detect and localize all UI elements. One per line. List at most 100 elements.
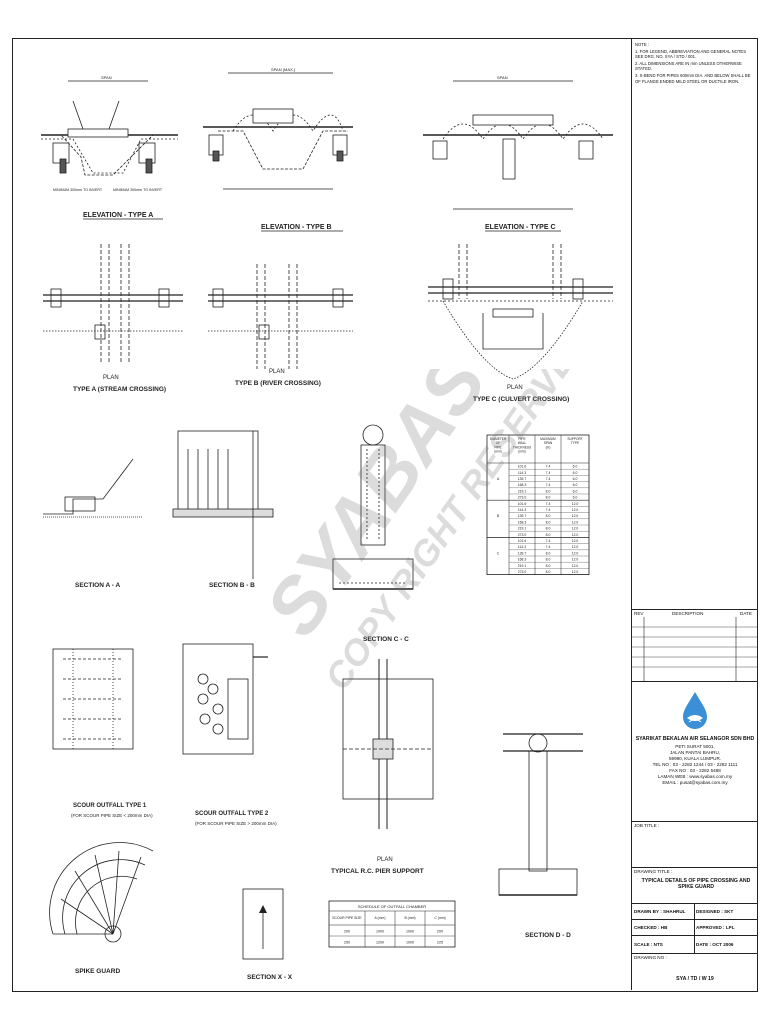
pier-table-cell: 6.0 [573,496,578,500]
company-addr2: JALAN PANTAI BAHRU, [669,750,721,755]
pier-table-header: TYPE [571,441,579,445]
title-plan-type-c: TYPE C (CULVERT CROSSING) [473,396,569,403]
scour-outfall-type-1: SCOUR OUTFALL TYPE 1 (FOR SCOUR PIPE SIZ… [52,648,153,818]
job-title-block: JOB TITLE : [632,821,758,867]
pier-table-cell: 12.0 [572,570,579,574]
approved-by: APPROVED : LPL [696,925,735,930]
pier-table-cell: 7.4 [546,471,551,475]
pier-table-header: MAXIMUM [540,437,556,441]
pier-table-cell: 101.6 [518,502,527,506]
signoff-divider [694,903,695,953]
scour-table-cell: 1000 [406,930,414,934]
pier-table-cell: 8.0 [546,514,551,518]
pier-table-cell: 139.7 [518,514,527,518]
pier-table-cell: 12.0 [572,502,579,506]
elevation-type-b: SPAN (MAX.) ELEVATION - TYPE B [203,67,353,232]
pier-table-header: PIPE [494,445,501,449]
scour-table-header: C (mm) [434,916,445,920]
scour-table-cell: 200 [437,930,443,934]
pier-table-header: (mm) [518,450,525,454]
pier-table-cell: 7.4 [546,465,551,469]
scour-table-title: SCHEDULE OF OUTFALL CHAMBER [358,904,426,909]
pier-table-cell: 12.0 [572,514,579,518]
scale: SCALE : NTS [634,942,663,947]
section-b-b: SECTION B - B [172,430,274,589]
span-label: SPAN [101,75,112,80]
pier-table-header: THICKNESS [513,445,531,449]
pier-table-cell: 12.0 [572,533,579,537]
checked-by: CHECKED : HB [634,925,668,930]
note-2: 2. ALL DIMENSIONS ARE IN mm UNLESS OTHER… [635,60,742,72]
pier-table-cell: 219.1 [518,489,527,493]
pier-table-cell: 8.0 [546,496,551,500]
pier-table-cell: B [497,514,500,518]
pier-table: DIAMETEROFPIPE(mm)PIPEWALLTHICKNESS(mm)M… [486,434,590,576]
pier-table-cell: 8.0 [546,570,551,574]
designed-by: DESIGNED : SKT [696,909,734,914]
scour-table-cell: 1000 [406,941,414,945]
title-plan-type-b: TYPE B (RIVER CROSSING) [235,380,321,387]
pier-table-cell: 6.0 [573,489,578,493]
plan-a-label: PLAN [103,375,119,381]
pier-table-cell: 12.0 [572,551,579,555]
pier-table-cell: 6.0 [573,483,578,487]
pier-table-cell: 12.0 [572,539,579,543]
span-max-label: SPAN (MAX.) [271,67,296,72]
company-block: SYARIKAT BEKALAN AIR SELANGOR SDN BHD PE… [632,681,758,821]
title-section-b-b: SECTION B - B [209,582,255,589]
revision-header: REV DESCRIPTION DATE [632,609,758,617]
pier-table-cell: 139.7 [518,551,527,555]
scour-table-header: A (mm) [375,916,386,920]
pier-table-cell: 7.4 [546,483,551,487]
title-elevation-type-c: ELEVATION - TYPE C [485,224,556,231]
pier-table-cell: 101.6 [518,465,527,469]
pier-table-cell: 12.0 [572,527,579,531]
section-c-c: SECTION C - C [332,424,414,643]
section-x-x: SECTION X - X [242,888,293,981]
rev-date-col: DATE [740,611,752,616]
pier-table-cell: 12.0 [572,558,579,562]
title-section-c-c: SECTION C - C [363,636,409,643]
rev-col: REV [634,611,644,616]
title-scour-outfall-2: SCOUR OUTFALL TYPE 2 [195,811,269,817]
svg-text:MINIMUM 300mm TO INVERT: MINIMUM 300mm TO INVERT [53,188,103,192]
pier-table-cell: 12.0 [572,508,579,512]
pier-table-header: PIPE [518,437,525,441]
pier-table-cell: 219.1 [518,527,527,531]
title-pier-support: TYPICAL R.C. PIER SUPPORT [331,868,424,875]
company-addr1: PETI SURAT 5001, [675,744,715,749]
pier-table-cell: 168.3 [518,520,527,524]
pier-table-cell: 273.0 [518,533,527,537]
note-3: 3. S-BEND FOR PIPES 600mm DIA. AND BELOW… [635,72,751,84]
pier-table-cell: 6.0 [573,477,578,481]
scour-table-header: B (mm) [404,916,415,920]
pier-table-cell: 168.3 [518,483,527,487]
pier-table-cell: 8.0 [546,527,551,531]
drawing-sheet: SPAN MINIMUM 300mm TO INVERT MINIMUM 300… [12,38,758,992]
scour-table-cell: 250 [344,941,350,945]
pier-table-cell: 114.3 [518,508,526,512]
drawing-title-block: DRAWING TITLE : TYPICAL DETAILS OF PIPE … [632,867,758,903]
spike-guard: SPIKE GUARD [49,842,154,975]
scour-table-cell: 1200 [376,941,384,945]
scour-schedule-table: SCHEDULE OF OUTFALL CHAMBER SCOUR PIPE SI… [328,900,456,948]
signoff-row-2: CHECKED : HB APPROVED : LPL [632,919,758,935]
scour-table-cell: 1000 [376,930,384,934]
pier-table-header: (mm) [494,450,501,454]
plan-b-label: PLAN [269,369,285,375]
pier-plan-label: PLAN [377,857,393,863]
pier-table-cell: 12.0 [572,520,579,524]
drawing-no-value: SYA / TD / W 19 [676,976,714,982]
pier-table-cell: 8.0 [546,558,551,562]
scour-table-cell: 200 [344,930,350,934]
note-1: 1. FOR LEGEND, ABBREVIATION AND GENERAL … [635,48,746,60]
pier-table-header: DIAMETER [490,437,507,441]
company-email: EMAIL : pusat@syabas.com.my [662,780,728,785]
signoff-row-3: SCALE : NTS DATE : OCT 2006 [632,935,758,953]
pier-table-cell: 168.3 [518,558,527,562]
company-name: SYARIKAT BEKALAN AIR SELANGOR SDN BHD [635,736,755,742]
scour-table-header: SCOUR PIPE SIZE [332,916,362,920]
pier-table-cell: C [497,551,500,555]
pier-table-cell: 7.4 [546,545,551,549]
drawing-area: SPAN MINIMUM 300mm TO INVERT MINIMUM 300… [41,67,613,981]
